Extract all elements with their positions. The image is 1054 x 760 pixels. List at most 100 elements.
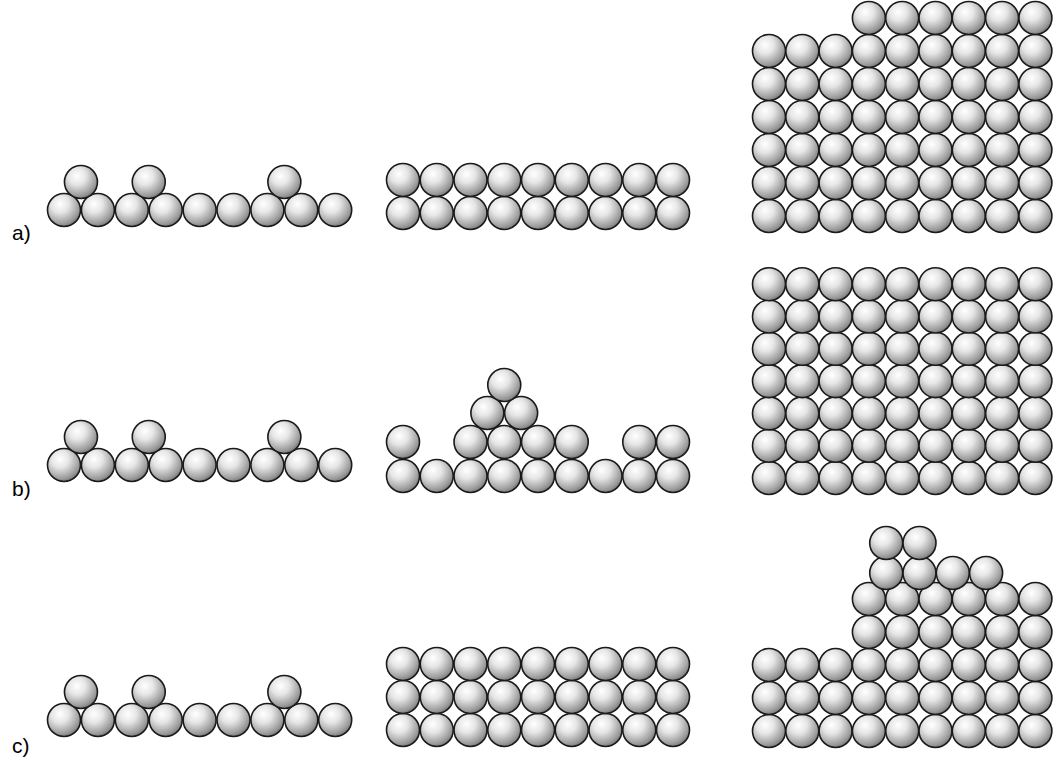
atom-sphere xyxy=(852,365,885,398)
atom-sphere xyxy=(786,365,819,398)
atom-sphere xyxy=(952,101,985,134)
atom-sphere xyxy=(589,164,622,197)
atom-sphere xyxy=(919,2,952,35)
atom-sphere xyxy=(986,365,1019,398)
atom-sphere xyxy=(132,676,165,709)
atom-sphere xyxy=(1019,332,1052,365)
atom-sphere xyxy=(986,682,1019,715)
atom-sphere xyxy=(919,167,952,200)
atom-sphere xyxy=(852,200,885,233)
atom-sphere xyxy=(852,300,885,333)
atom-sphere xyxy=(623,714,656,747)
atom-sphere xyxy=(488,681,521,714)
atom-sphere xyxy=(986,397,1019,430)
atom-sphere xyxy=(115,449,148,482)
atom-sphere xyxy=(589,197,622,230)
atom-sphere xyxy=(1019,101,1052,134)
atom-sphere xyxy=(886,2,919,35)
atom-sphere xyxy=(115,704,148,737)
atom-sphere xyxy=(753,397,786,430)
atom-sphere xyxy=(786,649,819,682)
atom-sphere xyxy=(886,134,919,167)
atom-sphere xyxy=(132,166,165,199)
atom-sphere xyxy=(251,449,284,482)
atom-sphere xyxy=(919,649,952,682)
atom-sphere xyxy=(149,194,182,227)
atom-sphere xyxy=(589,681,622,714)
row-label: a) xyxy=(12,222,31,243)
atom-sphere xyxy=(522,648,555,681)
atom-sphere xyxy=(555,197,588,230)
atom-sphere xyxy=(886,200,919,233)
atom-sphere xyxy=(786,332,819,365)
atom-sphere xyxy=(952,268,985,301)
atom-sphere xyxy=(786,167,819,200)
atom-sphere xyxy=(919,365,952,398)
atom-sphere xyxy=(1019,649,1052,682)
atom-sphere xyxy=(420,648,453,681)
atom-sphere xyxy=(952,68,985,101)
atom-sphere xyxy=(819,134,852,167)
atom-sphere xyxy=(149,449,182,482)
atom-sphere xyxy=(936,557,969,590)
atom-sphere xyxy=(852,682,885,715)
atom-sphere xyxy=(64,421,97,454)
atom-sphere xyxy=(623,681,656,714)
atom-sphere xyxy=(657,681,690,714)
atom-sphere xyxy=(285,449,318,482)
atom-sphere xyxy=(753,101,786,134)
atom-sphere xyxy=(1019,429,1052,462)
atom-sphere xyxy=(819,462,852,495)
atom-sphere xyxy=(919,268,952,301)
atom-sphere xyxy=(919,397,952,430)
atom-sphere xyxy=(952,332,985,365)
atom-sphere xyxy=(387,164,420,197)
atom-sphere xyxy=(753,462,786,495)
atom-sphere xyxy=(852,462,885,495)
atom-sphere xyxy=(1019,134,1052,167)
atom-sphere xyxy=(952,134,985,167)
atom-sphere xyxy=(132,421,165,454)
atom-sphere xyxy=(48,449,81,482)
atom-sphere xyxy=(786,300,819,333)
atom-sphere xyxy=(952,300,985,333)
atom-sphere xyxy=(786,134,819,167)
atom-sphere xyxy=(1019,167,1052,200)
atom-sphere xyxy=(488,648,521,681)
atom-sphere xyxy=(786,397,819,430)
atom-sphere xyxy=(1019,68,1052,101)
atom-sphere xyxy=(952,649,985,682)
atom-sphere xyxy=(387,426,420,459)
atom-sphere xyxy=(786,35,819,68)
atom-sphere xyxy=(852,715,885,748)
atom-sphere xyxy=(819,397,852,430)
atom-sphere xyxy=(952,462,985,495)
atom-sphere xyxy=(217,449,250,482)
atom-sphere xyxy=(852,35,885,68)
atom-sphere xyxy=(251,194,284,227)
atom-sphere xyxy=(852,649,885,682)
atom-sphere xyxy=(623,460,656,493)
atom-sphere xyxy=(623,648,656,681)
atom-sphere xyxy=(589,460,622,493)
atom-sphere xyxy=(251,704,284,737)
atom-sphere xyxy=(886,101,919,134)
atom-sphere xyxy=(852,397,885,430)
atom-sphere xyxy=(488,460,521,493)
atom-sphere xyxy=(852,134,885,167)
atom-sphere xyxy=(488,714,521,747)
atom-sphere xyxy=(115,194,148,227)
atom-sphere xyxy=(952,715,985,748)
atom-sphere xyxy=(183,704,216,737)
row-label: b) xyxy=(12,478,31,499)
atom-sphere xyxy=(852,268,885,301)
atom-sphere xyxy=(657,648,690,681)
atom-sphere xyxy=(753,35,786,68)
atom-sphere xyxy=(952,429,985,462)
atom-sphere xyxy=(753,715,786,748)
atom-sphere xyxy=(319,704,352,737)
atom-sphere xyxy=(753,200,786,233)
atom-sphere xyxy=(886,616,919,649)
atom-sphere xyxy=(786,462,819,495)
atom-sphere xyxy=(819,101,852,134)
